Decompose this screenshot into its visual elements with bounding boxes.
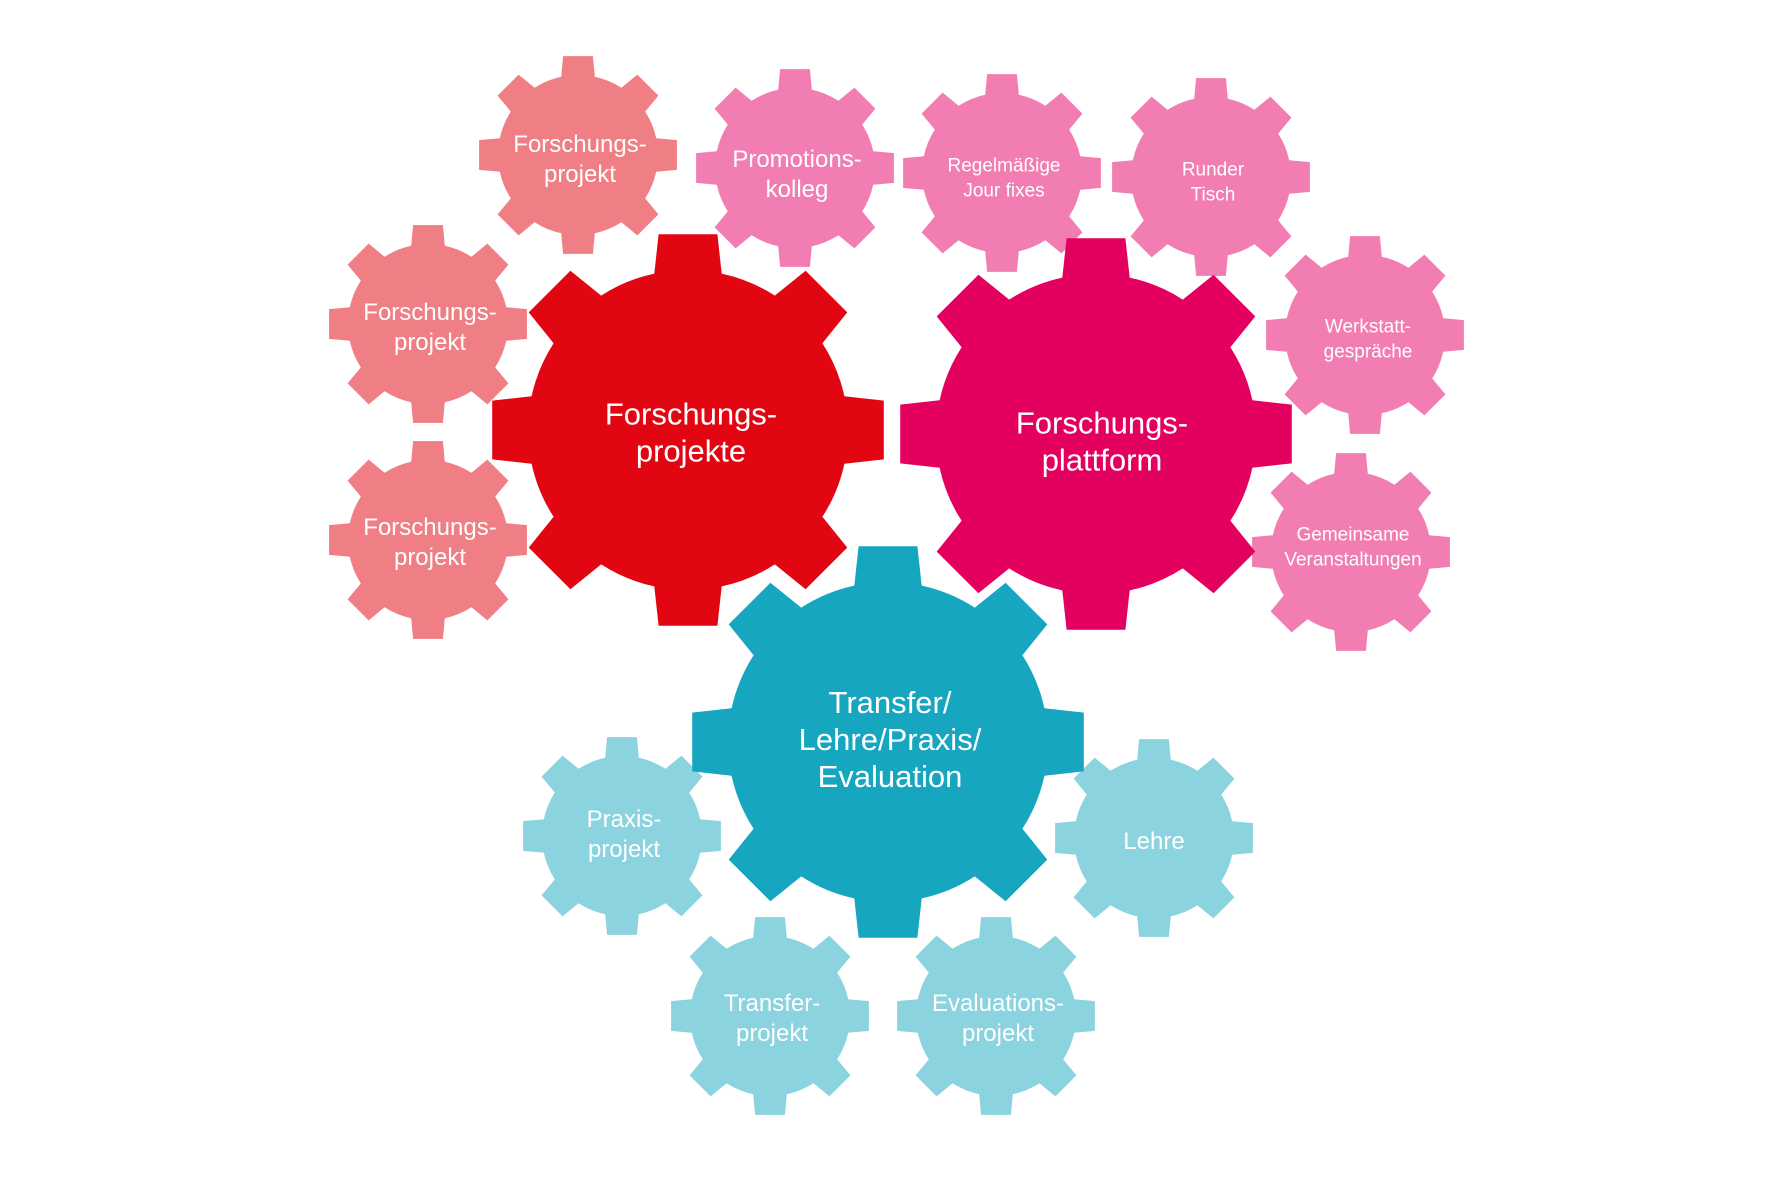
gear-label-line: Forschungs- (363, 299, 496, 326)
gear-forschungsprojekte: Forschungs-projekte (492, 234, 884, 626)
gear-icon (523, 737, 721, 935)
gear-label-line: Lehre (1123, 828, 1184, 855)
gear-label-line: projekt (544, 161, 616, 188)
gear-werkstattgespraeche: Werkstatt-gespräche (1266, 236, 1464, 434)
gear-label-line: projekt (394, 544, 466, 571)
gear-label-line: Forschungs- (1016, 405, 1188, 440)
gear-label: Evaluations-projekt (932, 990, 1064, 1047)
gear-label-line: Tisch (1191, 184, 1236, 205)
gear-label-line: Regelmäßige (948, 155, 1061, 176)
gear-icon (1112, 78, 1310, 276)
gear-label-line: Lehre/Praxis/ (799, 722, 982, 757)
gear-label: Forschungs-projekt (363, 299, 496, 356)
gear-label: Forschungs-projekte (605, 396, 777, 468)
gear-icon (1266, 236, 1464, 434)
gear-icon (692, 546, 1084, 938)
gear-evaluationsprojekt: Evaluations-projekt (897, 917, 1095, 1115)
gear-lehre: Lehre (1055, 739, 1253, 937)
gear-icon (479, 56, 677, 254)
gear-label: Werkstatt-gespräche (1324, 316, 1413, 362)
gear-label-line: projekt (736, 1020, 808, 1047)
gear-label-line: Forschungs- (513, 131, 646, 158)
gear-label-line: projekt (962, 1020, 1034, 1047)
gear-label-line: gespräche (1324, 341, 1413, 362)
gear-label-line: projekt (588, 836, 660, 863)
gear-label-line: Forschungs- (363, 514, 496, 541)
gear-label-line: Jour fixes (963, 180, 1044, 201)
gear-label-line: Promotions- (732, 146, 861, 173)
gear-label-line: Gemeinsame (1297, 524, 1410, 545)
gear-label-line: Veranstaltungen (1284, 549, 1421, 570)
gear-icon (903, 74, 1101, 272)
gear-icon (1252, 453, 1450, 651)
gear-label: Forschungs-projekt (363, 514, 496, 571)
gear-icon (1055, 739, 1253, 937)
gear-label-line: Werkstatt- (1325, 316, 1411, 337)
gear-label-line: plattform (1042, 442, 1163, 477)
gear-label: Transfer-projekt (724, 990, 820, 1047)
gear-label-line: Evaluations- (932, 990, 1064, 1017)
gear-label: Transfer/Lehre/Praxis/Evaluation (799, 685, 982, 794)
gear-icon (329, 441, 527, 639)
gear-forschungsprojekt-top: Forschungs-projekt (479, 56, 677, 254)
gear-label-line: projekte (636, 433, 746, 468)
gear-label-line: projekt (394, 329, 466, 356)
gear-icon (897, 917, 1095, 1115)
gear-label-line: kolleg (766, 176, 829, 203)
gear-icon (696, 69, 894, 267)
gear-praxisprojekt: Praxis-projekt (523, 737, 721, 935)
gear-label-line: Transfer- (724, 990, 820, 1017)
gear-icon (900, 238, 1292, 630)
gear-icon (492, 234, 884, 626)
gear-label: Forschungs-projekt (513, 131, 646, 188)
gear-label-line: Evaluation (818, 759, 963, 794)
gear-transfer-lehre-praxis-evaluation: Transfer/Lehre/Praxis/Evaluation (692, 546, 1084, 938)
gear-label: Lehre (1123, 828, 1184, 855)
gear-icon (329, 225, 527, 423)
gear-label: Promotions-kolleg (732, 146, 861, 203)
gear-forschungsplattform: Forschungs-plattform (900, 238, 1292, 630)
gear-label-line: Runder (1182, 159, 1245, 180)
gear-label-line: Transfer/ (829, 685, 952, 720)
gear-forschungsprojekt-bottom: Forschungs-projekt (329, 441, 527, 639)
gear-label: Forschungs-plattform (1016, 405, 1188, 477)
gear-transferprojekt: Transfer-projekt (671, 917, 869, 1115)
gear-label-line: Forschungs- (605, 396, 777, 431)
gear-label-line: Praxis- (587, 806, 662, 833)
gear-label: Praxis-projekt (587, 806, 662, 863)
gear-promotionskolleg: Promotions-kolleg (696, 69, 894, 267)
gear-icon (671, 917, 869, 1115)
gear-forschungsprojekt-mid: Forschungs-projekt (329, 225, 527, 423)
